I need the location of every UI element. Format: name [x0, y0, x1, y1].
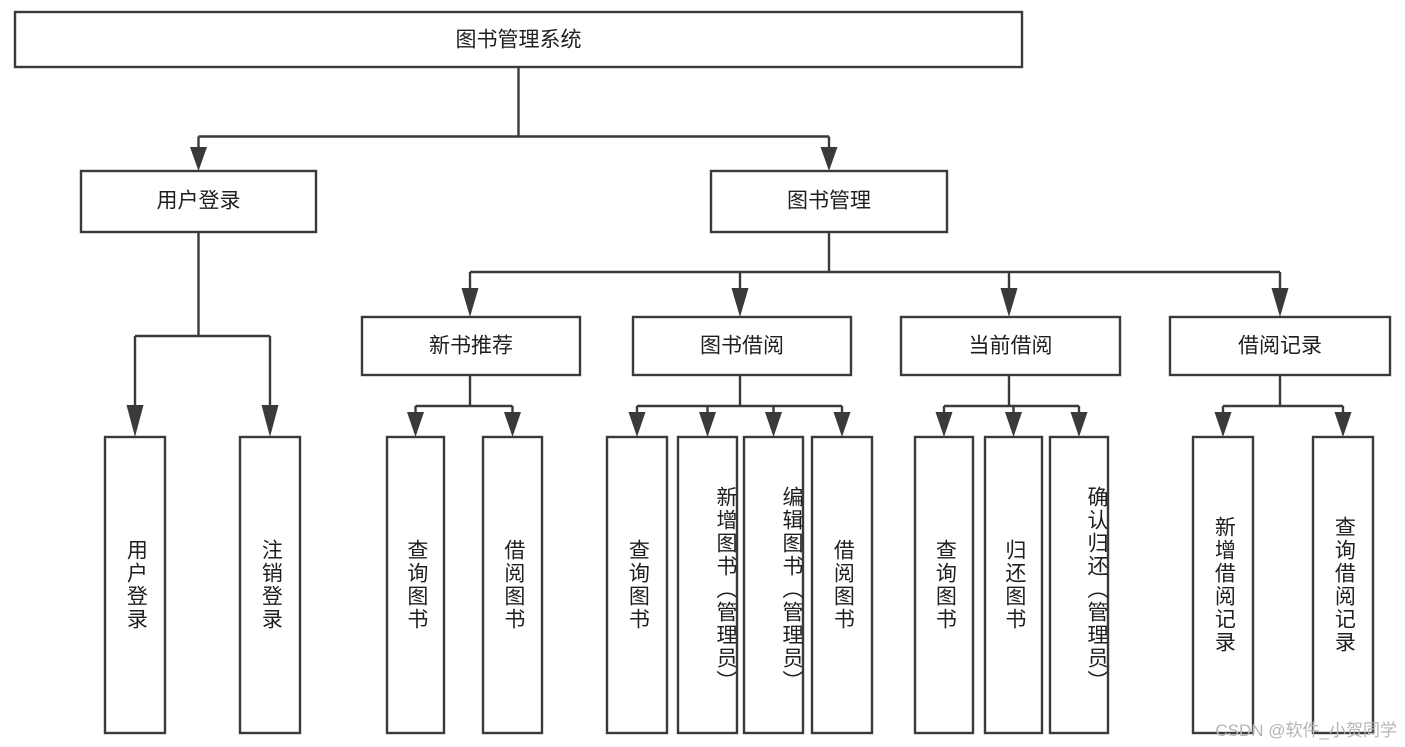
arrow-head-leaf-query-book-2 — [628, 412, 646, 437]
node-leaf-return-book-box[interactable] — [983, 435, 1044, 735]
node-leaf-logout-login-box[interactable] — [238, 435, 302, 735]
node-root[interactable]: 图书管理系统 — [13, 10, 1024, 69]
node-book-borrow[interactable]: 图书借阅 — [631, 315, 853, 377]
arrow-head-new-book-recommend — [461, 288, 479, 317]
arrow-head-leaf-return-book — [1005, 412, 1022, 437]
node-book-management-label: 图书管理 — [787, 190, 871, 213]
node-leaf-query-book-1-box[interactable] — [385, 435, 446, 735]
arrow-head-leaf-confirm-return-admin — [1070, 412, 1088, 437]
node-leaf-add-book-admin-box[interactable] — [676, 435, 739, 735]
node-new-book-recommend-label: 新书推荐 — [429, 335, 513, 358]
node-new-book-recommend-box[interactable] — [360, 315, 582, 377]
node-user-login[interactable]: 用户登录 — [79, 169, 318, 234]
node-leaf-query-book-2-box[interactable] — [605, 435, 669, 735]
node-user-login-label: 用户登录 — [157, 190, 241, 213]
node-current-borrow-label: 当前借阅 — [969, 335, 1053, 358]
arrow-head-book-borrow — [731, 288, 749, 317]
node-leaf-query-borrow-record-box[interactable] — [1311, 435, 1375, 735]
connector-user-login-to-leaves — [126, 232, 279, 437]
leaf-boxes — [103, 435, 1375, 735]
node-leaf-borrow-book-2-box[interactable] — [810, 435, 874, 735]
node-new-book-recommend[interactable]: 新书推荐 — [360, 315, 582, 377]
arrow-head-leaf-edit-book-admin — [765, 412, 782, 437]
arrow-head-leaf-user-login — [126, 405, 144, 437]
arrow-head-leaf-query-book-1 — [407, 412, 424, 437]
node-leaf-user-login-box[interactable] — [103, 435, 167, 735]
arrow-head-leaf-logout-login — [261, 405, 279, 437]
node-leaf-confirm-return-admin-box[interactable] — [1048, 435, 1110, 735]
csdn-watermark: CSDN @软件_小贺同学 — [1215, 721, 1397, 740]
connector-new-book-recommend-to-leaves — [407, 375, 521, 437]
node-borrow-record[interactable]: 借阅记录 — [1168, 315, 1392, 377]
connector-book-borrow-to-leaves — [628, 375, 851, 437]
node-root-label: 图书管理系统 — [456, 29, 582, 52]
arrow-head-leaf-add-borrow-record — [1214, 412, 1232, 437]
node-user-login-box[interactable] — [79, 169, 318, 234]
connector-borrow-record-to-leaves — [1214, 375, 1352, 437]
arrow-head-book-management — [820, 147, 838, 171]
node-current-borrow-box[interactable] — [899, 315, 1122, 377]
arrow-head-leaf-borrow-book-2 — [833, 412, 851, 437]
node-book-management[interactable]: 图书管理 — [709, 169, 949, 234]
node-leaf-query-book-3-box[interactable] — [913, 435, 975, 735]
node-leaf-borrow-book-1-box[interactable] — [481, 435, 544, 735]
connector-root-to-level2 — [190, 67, 838, 171]
node-leaf-edit-book-admin-box[interactable] — [742, 435, 805, 735]
connector-current-borrow-to-leaves — [935, 375, 1088, 437]
node-book-management-box[interactable] — [709, 169, 949, 234]
connector-book-management-to-level3 — [461, 232, 1289, 317]
node-leaf-add-borrow-record-box[interactable] — [1191, 435, 1255, 735]
node-root-box[interactable] — [13, 10, 1024, 69]
node-borrow-record-box[interactable] — [1168, 315, 1392, 377]
arrow-head-current-borrow — [1000, 288, 1018, 317]
arrow-head-leaf-query-borrow-record — [1334, 412, 1352, 437]
arrow-head-leaf-borrow-book-1 — [504, 412, 521, 437]
arrow-head-borrow-record — [1271, 288, 1289, 317]
arrow-head-leaf-add-book-admin — [699, 412, 716, 437]
arrow-head-user-login — [190, 147, 207, 171]
node-book-borrow-box[interactable] — [631, 315, 853, 377]
node-borrow-record-label: 借阅记录 — [1238, 335, 1322, 358]
arrow-head-leaf-query-book-3 — [935, 412, 953, 437]
node-current-borrow[interactable]: 当前借阅 — [899, 315, 1122, 377]
node-book-borrow-label: 图书借阅 — [700, 335, 784, 358]
